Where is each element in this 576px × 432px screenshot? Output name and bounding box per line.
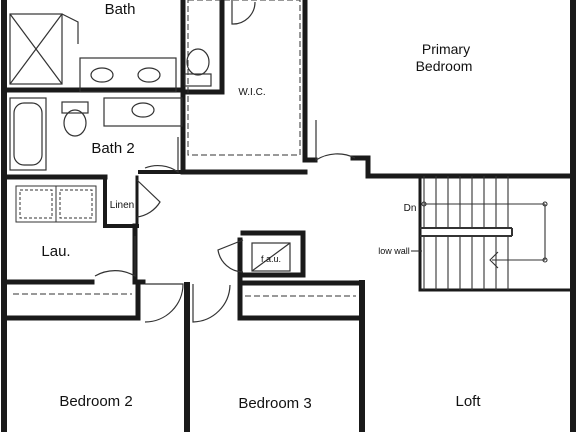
shower xyxy=(9,13,63,85)
stair-arrow-corner-dot xyxy=(542,201,548,207)
primary-vanity xyxy=(79,57,177,93)
label-linen: Linen xyxy=(110,200,134,211)
stair-arrow-start-dot xyxy=(421,201,427,207)
fau-door xyxy=(217,239,244,273)
primary-toilet-tank xyxy=(184,73,212,87)
label-loft: Loft xyxy=(455,393,481,410)
label-bedroom2: Bedroom 2 xyxy=(59,393,132,410)
label-bedroom3: Bedroom 3 xyxy=(238,395,311,412)
laundry-door xyxy=(94,236,136,278)
label-bath2: Bath 2 xyxy=(91,140,134,157)
label-primary-bath: Bath xyxy=(105,1,136,18)
shower-drain-line-b xyxy=(9,13,63,85)
wic-shelf xyxy=(187,0,301,156)
doors xyxy=(94,0,356,323)
label-primary-bedroom-line2: Bedroom xyxy=(416,58,473,74)
dryer xyxy=(59,189,93,219)
bathtub-inner xyxy=(13,102,43,166)
label-wic: W.I.C. xyxy=(238,87,265,98)
washer xyxy=(19,189,53,219)
primary-bath-door xyxy=(231,0,256,25)
shower-door xyxy=(61,13,79,44)
bedroom2-door xyxy=(144,283,184,323)
bathtub xyxy=(9,97,47,171)
closet-shelves xyxy=(13,0,356,297)
primary-sink-right xyxy=(137,67,161,83)
linen-door xyxy=(136,179,161,218)
fau-diagonal xyxy=(251,242,291,272)
bedroom3-door xyxy=(192,284,231,323)
labels: Bath Primary Bedroom W.I.C. Bath 2 Linen… xyxy=(41,1,481,412)
fau-unit xyxy=(251,242,291,272)
label-stairs-down: Dn xyxy=(404,203,417,214)
bath2-sink xyxy=(131,102,155,118)
label-fau: f.a.u. xyxy=(261,254,281,264)
stair-arrow-corner-dot-2 xyxy=(542,257,548,263)
label-low-wall: low wall xyxy=(378,246,410,256)
label-laundry: Lau. xyxy=(41,243,70,260)
bath2-vanity xyxy=(103,97,183,127)
label-primary-bedroom-line1: Primary xyxy=(422,41,470,57)
primary-sink-left xyxy=(90,67,114,83)
primary-bedroom-door xyxy=(315,120,356,162)
bath2-toilet-tank xyxy=(61,101,89,114)
stairs xyxy=(411,176,548,290)
bath2-toilet-bowl xyxy=(63,109,87,137)
fixtures xyxy=(9,13,291,272)
bath2-door xyxy=(144,137,179,174)
primary-toilet-bowl xyxy=(186,48,210,76)
stair-arrow-head xyxy=(489,251,499,269)
